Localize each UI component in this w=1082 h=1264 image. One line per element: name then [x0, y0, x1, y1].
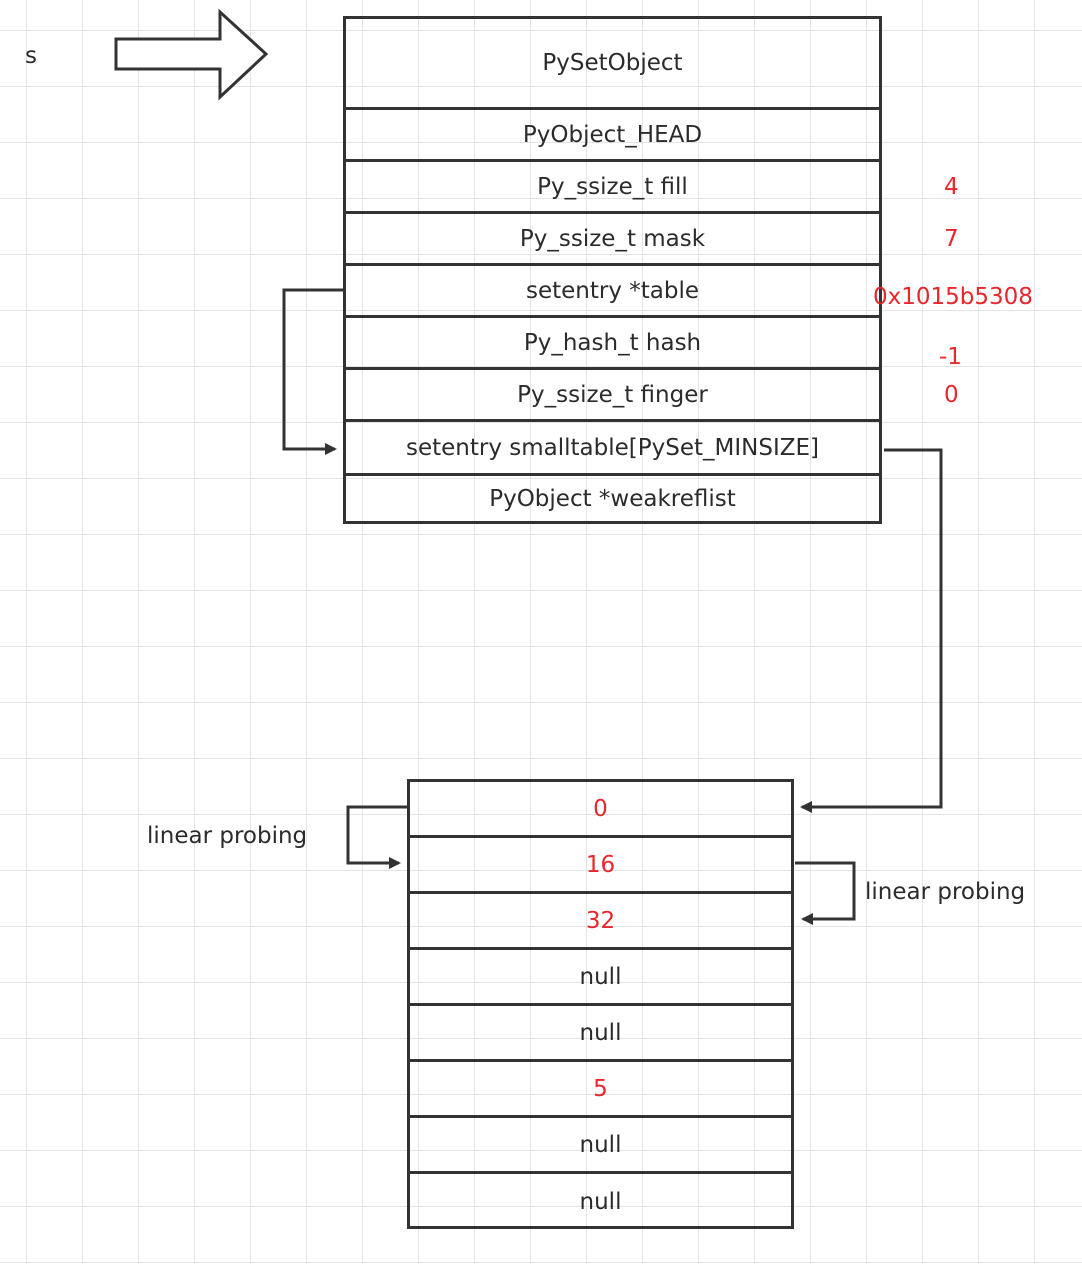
probe-left-arrow	[346, 805, 407, 869]
struct-title: PySetObject	[346, 19, 879, 110]
slot-2: 32	[410, 894, 791, 950]
value-hash: -1	[939, 344, 962, 370]
table-to-smalltable-arrow	[282, 288, 343, 455]
probe-right-arrow	[795, 861, 856, 925]
field-fill: Py_ssize_t fill	[346, 162, 879, 214]
slot-4: null	[410, 1006, 791, 1062]
field-mask: Py_ssize_t mask	[346, 214, 879, 266]
field-pyobject-head: PyObject_HEAD	[346, 110, 879, 162]
probe-left-label: linear probing	[147, 823, 308, 849]
field-smalltable: setentry smalltable[PySet_MINSIZE]	[346, 422, 879, 476]
field-weakreflist: PyObject *weakreflist	[489, 485, 736, 512]
slot-7: null	[410, 1174, 791, 1230]
slot-1: 16	[410, 838, 791, 894]
slot-value: null	[579, 963, 622, 990]
field-table: setentry *table	[346, 266, 879, 318]
slot-value: null	[579, 1189, 622, 1215]
slot-0: 0	[410, 782, 791, 838]
slot-value: null	[579, 1131, 622, 1158]
value-mask: 7	[944, 226, 959, 252]
slot-value: null	[579, 1019, 622, 1046]
probe-right-label: linear probing	[865, 879, 1026, 905]
slot-5: 5	[410, 1062, 791, 1118]
slot-value: 5	[593, 1075, 608, 1102]
slot-value: 0	[593, 795, 608, 822]
field-hash: Py_hash_t hash	[346, 318, 879, 370]
field-finger: Py_ssize_t finger	[346, 370, 879, 422]
smalltable-array: 0 16 32 null null 5 null null	[407, 779, 794, 1229]
value-fill: 4	[944, 174, 959, 200]
slot-value: 16	[585, 851, 616, 878]
slot-3: null	[410, 950, 791, 1006]
slot-value: 32	[585, 907, 616, 934]
pysetobject-struct: PySetObject PyObject_HEAD Py_ssize_t fil…	[343, 16, 882, 524]
value-finger: 0	[944, 382, 959, 408]
variable-label: s	[25, 43, 37, 69]
slot-6: null	[410, 1118, 791, 1174]
smalltable-to-array-arrow	[800, 448, 943, 813]
pointer-arrow-icon	[114, 8, 269, 101]
value-table: 0x1015b5308	[873, 284, 1033, 310]
